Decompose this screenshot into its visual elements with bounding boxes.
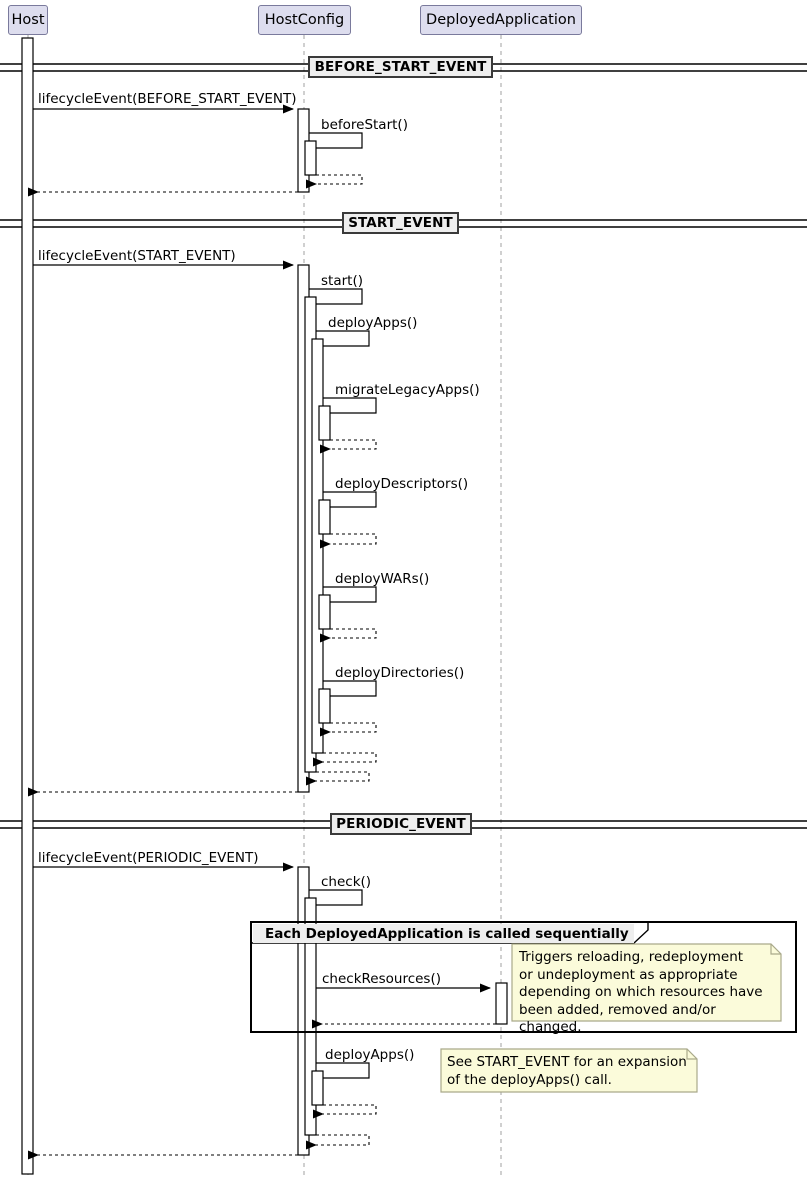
- arrow-migrate-legacy-apps: [320, 397, 377, 418]
- arrow-return-start: [306, 771, 370, 786]
- arrow-deploy-directories: [320, 680, 377, 701]
- activation-deployedapplication: [495, 982, 508, 1025]
- message-label-deploy-descriptors: deployDescriptors(): [335, 476, 469, 492]
- arrow-before-start: [306, 132, 363, 153]
- divider-periodic-event-label: PERIODIC_EVENT: [336, 816, 466, 832]
- group-title-tab-outline: [251, 922, 649, 944]
- divider-start-event: START_EVENT: [342, 212, 459, 234]
- note-box-deploy-apps: [440, 1048, 698, 1093]
- note-box-check-resources: [511, 943, 782, 1022]
- message-label-before-start: beforeStart(): [321, 117, 408, 133]
- divider-start-event-label: START_EVENT: [348, 215, 453, 231]
- arrow-return-deploy-wars: [320, 628, 377, 643]
- arrow-return-deploy-apps-1: [313, 752, 377, 767]
- arrow-return-migrate-legacy-apps: [320, 439, 377, 454]
- message-label-lifecycle-before-start: lifecycleEvent(BEFORE_START_EVENT): [38, 91, 297, 107]
- message-label-check-resources: checkResources(): [322, 971, 442, 987]
- group-frame-each-deployed-application: [250, 921, 797, 1033]
- activation-deploy-directories: [318, 688, 331, 724]
- message-label-check: check(): [321, 874, 372, 890]
- message-label-deploy-directories: deployDirectories(): [335, 665, 465, 681]
- message-label-deploy-wars: deployWARs(): [335, 571, 430, 587]
- message-label-deploy-apps-1: deployApps(): [328, 315, 418, 331]
- arrow-deploy-descriptors: [320, 491, 377, 512]
- arrow-deploy-apps-2: [313, 1062, 370, 1083]
- activation-periodic-level-3: [311, 1070, 324, 1106]
- message-label-lifecycle-start: lifecycleEvent(START_EVENT): [38, 248, 236, 264]
- divider-before-start-event: BEFORE_START_EVENT: [308, 56, 493, 78]
- arrow-return-deploy-apps-2: [313, 1104, 377, 1119]
- activation-hostconfig-2: [304, 140, 317, 176]
- arrow-return-before-start: [306, 174, 363, 189]
- message-label-deploy-apps-2: deployApps(): [325, 1047, 415, 1063]
- note-text-check-resources: Triggers reloading, redeployment or unde…: [519, 949, 763, 1035]
- arrow-check: [306, 889, 363, 910]
- activation-deploy-wars: [318, 594, 331, 630]
- note-text-deploy-apps: See START_EVENT for an expansion of the …: [447, 1054, 687, 1088]
- participant-deployedapplication[interactable]: DeployedApplication: [420, 5, 582, 35]
- activation-host: [21, 37, 34, 1175]
- divider-before-start-event-label: BEFORE_START_EVENT: [314, 59, 487, 75]
- arrow-start: [306, 288, 363, 309]
- participant-host-label: Host: [11, 12, 45, 28]
- participant-hostconfig[interactable]: HostConfig: [258, 5, 351, 35]
- group-label-text: Each DeployedApplication is called seque…: [265, 925, 629, 942]
- message-label-migrate-legacy-apps: migrateLegacyApps(): [335, 382, 480, 398]
- divider-periodic-event: PERIODIC_EVENT: [330, 813, 472, 835]
- arrow-deploy-wars: [320, 586, 377, 607]
- participant-deployedapplication-label: DeployedApplication: [426, 12, 576, 28]
- participant-host[interactable]: Host: [8, 5, 48, 35]
- message-label-lifecycle-periodic: lifecycleEvent(PERIODIC_EVENT): [38, 850, 259, 866]
- activation-periodic-level-2: [304, 897, 317, 1136]
- arrow-deploy-apps-1: [313, 330, 370, 351]
- group-label-each-deployed-application: Each DeployedApplication is called seque…: [253, 924, 634, 943]
- activation-migrate-legacy-apps: [318, 405, 331, 441]
- arrow-return-deploy-directories: [320, 722, 377, 737]
- arrow-return-check: [306, 1134, 370, 1150]
- message-label-start: start(): [321, 273, 363, 289]
- arrow-return-deploy-descriptors: [320, 533, 377, 549]
- participant-hostconfig-label: HostConfig: [264, 12, 345, 28]
- activation-deploy-descriptors: [318, 499, 331, 535]
